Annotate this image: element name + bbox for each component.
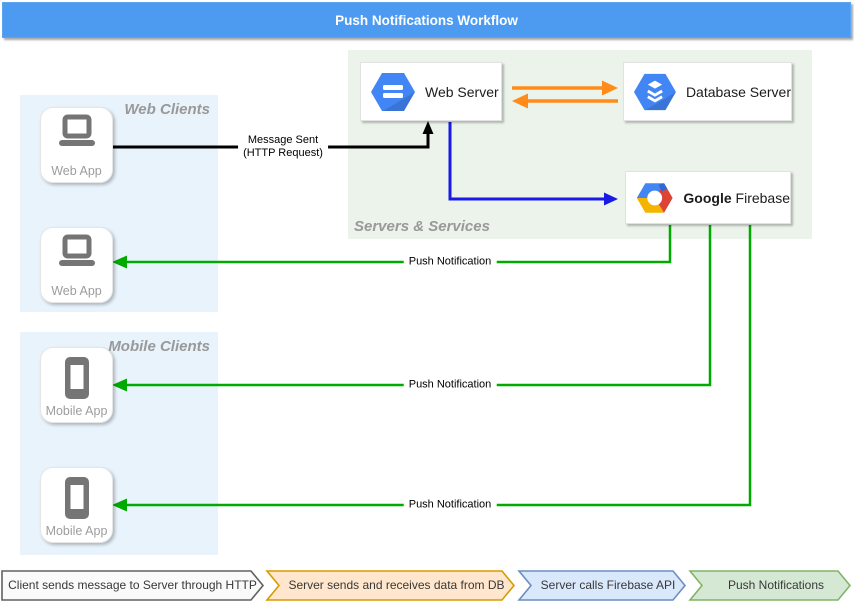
message-sent-line1: Message Sent: [247, 134, 319, 146]
web-server-label: Web Server: [425, 83, 499, 100]
database-server-node: Database Server: [623, 62, 792, 121]
step-shape-2: [265, 570, 516, 601]
mobile-app-label: Mobile App: [45, 524, 108, 538]
phone-icon: [64, 357, 89, 399]
web-app-label: Web App: [51, 284, 102, 298]
web-app-label: Web App: [51, 164, 102, 178]
step-label-3: Server calls Firebase API: [540, 578, 676, 592]
web-server-hexagon-icon: [371, 72, 415, 111]
step-shape-1: [1, 570, 265, 601]
web-app-node-2: Web App: [40, 227, 113, 303]
page-title: Push Notifications Workflow: [335, 12, 518, 28]
step-shape-4: [688, 570, 852, 601]
mobile-app-node-1: Mobile App: [40, 347, 113, 423]
firebase-label: Google Firebase: [683, 190, 790, 206]
push-notification-label-1: Push Notification: [403, 254, 497, 270]
push-notification-label-2: Push Notification: [403, 377, 497, 393]
process-steps-banner: [1, 570, 852, 601]
database-server-label: Database Server: [685, 83, 791, 100]
google-firebase-node: Google Firebase: [625, 171, 791, 224]
servers-services-section-label: Servers & Services: [354, 218, 490, 235]
step-label-4: Push Notifications: [727, 578, 825, 592]
mobile-app-node-2: Mobile App: [40, 467, 113, 543]
title-bar: Push Notifications Workflow: [2, 2, 851, 38]
mobile-app-label: Mobile App: [45, 404, 108, 418]
web-server-node: Web Server: [360, 62, 502, 121]
database-server-hexagon-icon: [634, 73, 676, 110]
google-cloud-icon: [636, 182, 673, 213]
step-label-2: Server sends and receives data from DB: [288, 578, 505, 592]
laptop-icon: [58, 114, 95, 146]
web-app-node-1: Web App: [40, 107, 113, 183]
message-sent-line2: (HTTP Request): [243, 147, 323, 159]
firebase-label-google: Google: [683, 189, 732, 206]
firebase-label-firebase: Firebase: [735, 189, 790, 206]
phone-icon: [64, 477, 89, 519]
step-label-1: Client sends message to Server through H…: [8, 578, 257, 592]
step-shape-3: [517, 570, 687, 601]
push-notification-label-3: Push Notification: [403, 497, 497, 513]
mobile-clients-section-label: Mobile Clients: [108, 338, 210, 355]
message-sent-label: Message Sent (HTTP Request): [238, 133, 328, 161]
laptop-icon: [58, 234, 95, 266]
web-clients-section-label: Web Clients: [124, 101, 210, 118]
